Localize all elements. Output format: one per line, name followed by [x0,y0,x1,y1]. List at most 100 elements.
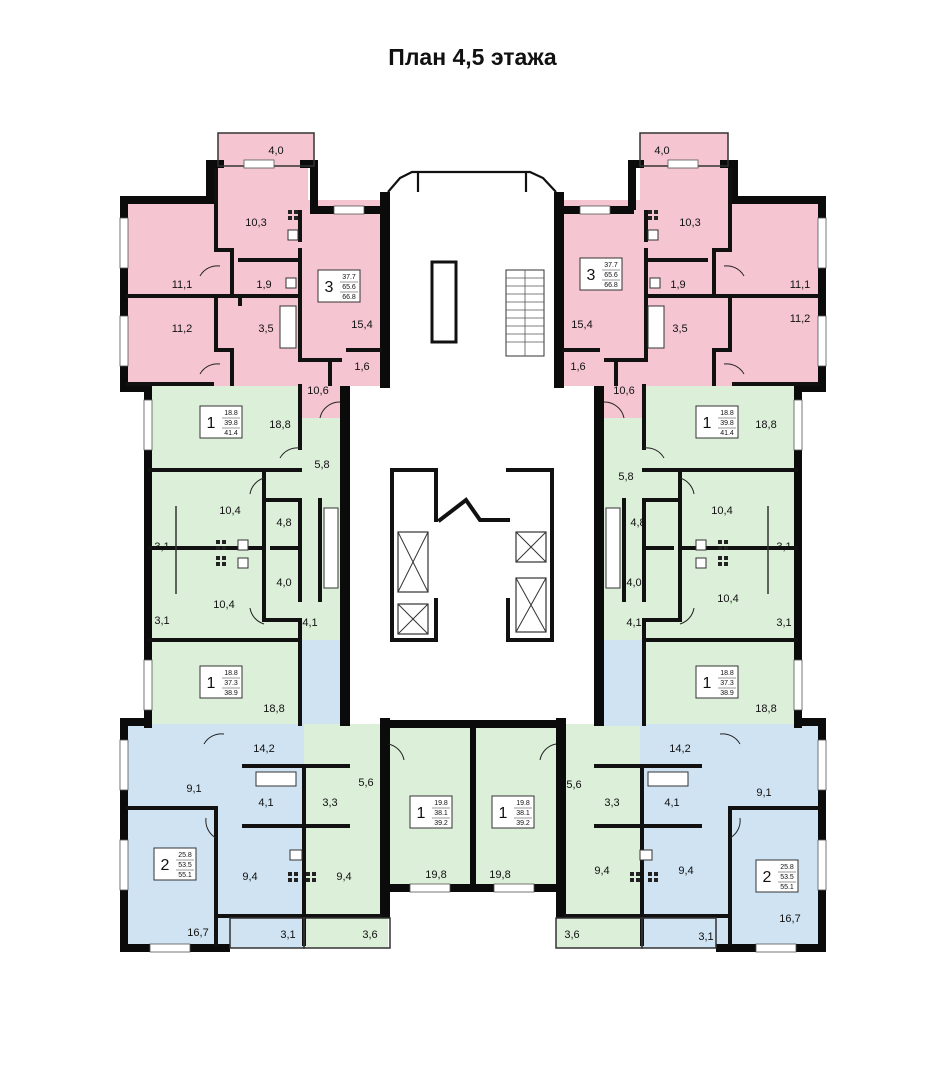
apartment-badge-right-1: 1 18.8 39.8 41.4 [695,405,739,439]
room-area: 5,8 [314,459,329,471]
svg-text:25.8: 25.8 [178,852,192,859]
svg-text:1: 1 [207,415,216,432]
apartment-badge-top-left: 3 37.7 65.6 66.8 [317,269,361,303]
room-area: 3,1 [154,615,169,627]
svg-text:39.8: 39.8 [720,420,734,427]
room-area: 18,8 [755,419,776,431]
room-area: 3,5 [258,323,273,335]
room-area: 5,6 [358,777,373,789]
room-area: 10,4 [711,505,732,517]
svg-text:37.7: 37.7 [342,274,356,281]
svg-text:37.3: 37.3 [720,680,734,687]
room-area: 3,1 [154,541,169,553]
svg-text:38.1: 38.1 [516,810,530,817]
svg-text:53.5: 53.5 [178,862,192,869]
room-area: 19,8 [489,869,510,881]
svg-text:38.1: 38.1 [434,810,448,817]
room-area: 3,3 [604,797,619,809]
room-area: 5,8 [618,471,633,483]
apartment-badge-top-right: 3 37.7 65.6 66.8 [579,257,623,291]
apartment-badge-left-1: 1 18.8 39.8 41.4 [199,405,243,439]
room-area: 10,3 [245,217,266,229]
apartment-badge-right-2: 1 18.8 37.3 38.9 [695,665,739,699]
svg-text:41.4: 41.4 [720,430,734,437]
svg-text:18.8: 18.8 [720,410,734,417]
room-area: 18,8 [755,703,776,715]
svg-text:65.6: 65.6 [604,272,618,279]
plan-title: План 4,5 этажа [388,44,557,70]
apartment-bottom-right-green-area [474,724,642,948]
svg-text:41.4: 41.4 [224,430,238,437]
svg-text:3: 3 [325,279,334,296]
room-area: 1,6 [354,361,369,373]
room-area: 5,6 [566,779,581,791]
svg-text:66.8: 66.8 [342,294,356,301]
room-area: 15,4 [351,319,372,331]
room-area: 3,1 [776,541,791,553]
room-area: 3,1 [698,931,713,943]
room-area: 4,8 [276,517,291,529]
svg-text:1: 1 [703,415,712,432]
apartment-bottom-left-green-area [304,724,474,948]
svg-text:19.8: 19.8 [516,800,530,807]
room-area: 16,7 [187,927,208,939]
svg-text:18.8: 18.8 [224,410,238,417]
room-area: 9,4 [242,871,257,883]
room-area: 10,6 [613,385,634,397]
svg-text:55.1: 55.1 [780,884,794,891]
room-area: 4,1 [664,797,679,809]
room-area: 9,4 [336,871,351,883]
svg-text:1: 1 [417,805,426,822]
room-area: 3,1 [776,617,791,629]
room-area: 9,1 [186,783,201,795]
apartment-badge-bottom-left: 2 25.8 53.5 55.1 [153,847,197,881]
svg-text:1: 1 [703,675,712,692]
svg-text:2: 2 [161,857,170,874]
room-area: 4,1 [302,617,317,629]
room-area: 16,7 [779,913,800,925]
room-area: 10,4 [213,599,234,611]
windows [119,159,827,953]
room-area: 10,4 [717,593,738,605]
svg-text:38.9: 38.9 [224,690,238,697]
room-area: 3,6 [564,929,579,941]
apartment-badge-left-2: 1 18.8 37.3 38.9 [199,665,243,699]
room-area: 18,8 [269,419,290,431]
room-area: 10,4 [219,505,240,517]
room-area: 3,3 [322,797,337,809]
room-area: 10,6 [307,385,328,397]
room-area: 11,2 [790,313,811,325]
room-area: 1,9 [670,279,685,291]
room-area: 4,0 [268,145,283,157]
elevator-hall [348,386,596,724]
room-area: 9,4 [678,865,693,877]
room-area: 15,4 [571,319,592,331]
apartment-badge-bottom-center-left: 1 19.8 38.1 39.2 [409,795,453,829]
svg-text:1: 1 [499,805,508,822]
svg-text:19.8: 19.8 [434,800,448,807]
room-area: 14,2 [669,743,690,755]
svg-text:2: 2 [763,869,772,886]
plumbing-fixtures [237,229,707,861]
svg-text:18.8: 18.8 [720,670,734,677]
door-swings [199,265,745,839]
svg-text:38.9: 38.9 [720,690,734,697]
svg-text:39.2: 39.2 [434,820,448,827]
room-area-labels: 4,0 10,3 11,1 11,2 1,9 3,5 15,4 10,6 1,6… [154,145,810,943]
room-area: 1,9 [256,279,271,291]
svg-text:39.2: 39.2 [516,820,530,827]
room-area: 4,0 [626,577,641,589]
room-area: 18,8 [263,703,284,715]
stove-icons [216,210,728,882]
room-area: 4,0 [654,145,669,157]
svg-text:39.8: 39.8 [224,420,238,427]
room-area: 1,6 [570,361,585,373]
svg-text:37.7: 37.7 [604,262,618,269]
svg-text:53.5: 53.5 [780,874,794,881]
room-area: 4,1 [258,797,273,809]
room-area: 3,6 [362,929,377,941]
svg-text:1: 1 [207,675,216,692]
room-area: 11,1 [790,279,811,291]
svg-text:65.6: 65.6 [342,284,356,291]
